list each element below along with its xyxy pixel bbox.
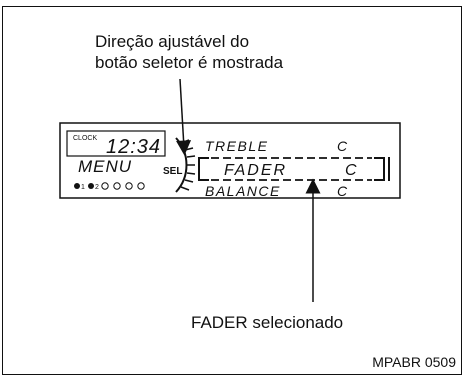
- preset-dot: [74, 183, 80, 189]
- treble-value: C: [337, 138, 348, 154]
- preset-dot: [88, 183, 94, 189]
- figure-code: MPABR 0509: [372, 354, 456, 370]
- preset-number: 1: [81, 184, 85, 191]
- clock-time: 12:34: [106, 136, 161, 158]
- preset-dot: [113, 182, 121, 190]
- callout-line-2: botão seletor é mostrada: [95, 53, 284, 72]
- balance-value: C: [337, 183, 348, 199]
- preset-dot: [125, 182, 133, 190]
- balance-label: BALANCE: [205, 183, 281, 199]
- fader-label: FADER: [224, 162, 287, 179]
- menu-text: MENU: [78, 157, 132, 176]
- preset-number: 2: [95, 184, 99, 191]
- fader-value: C: [345, 162, 357, 179]
- fader-row-selected: [198, 157, 390, 181]
- preset-dot: [101, 182, 109, 190]
- selector-direction-callout: Direção ajustável do botão seletor é mos…: [95, 31, 283, 73]
- fader-selected-callout: FADER selecionado: [191, 313, 344, 332]
- sel-label: SEL: [163, 166, 182, 177]
- treble-label: TREBLE: [205, 138, 268, 154]
- callout-line-1: Direção ajustável do: [95, 32, 250, 51]
- direction-arrow: [176, 78, 192, 156]
- preset-indicators: 1 2: [74, 182, 145, 191]
- clock-label: CLOCK: [73, 135, 97, 142]
- preset-dot: [137, 182, 145, 190]
- clock-box: [66, 130, 166, 157]
